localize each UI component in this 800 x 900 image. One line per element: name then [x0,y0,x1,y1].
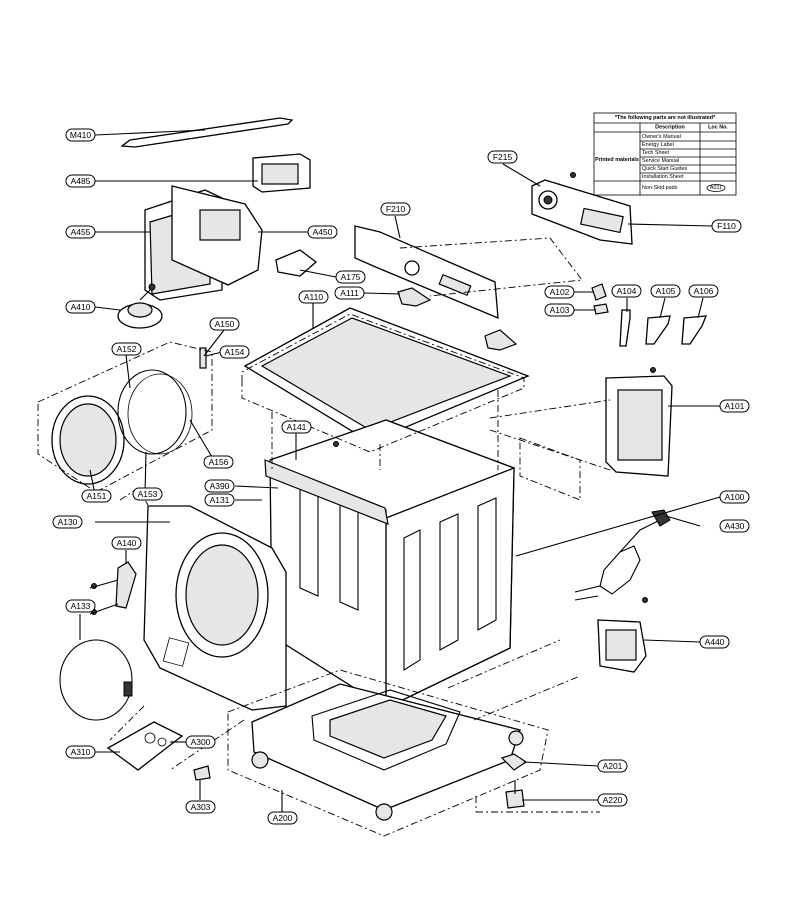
callout-A101: A101 [719,399,750,413]
svg-text:A485: A485 [71,176,91,186]
callout-A201: A201 [597,759,628,773]
callout-A390: A390 [204,479,235,493]
callout-A150: A150 [209,317,240,331]
callout-F110: F110 [711,219,742,233]
svg-text:A110: A110 [304,292,323,302]
callout-A102: A102 [544,285,575,299]
svg-text:A153: A153 [138,489,158,499]
callout-A430: A430 [719,519,750,533]
table-group-label: Printed materials [595,157,639,163]
svg-text:A106: A106 [694,286,714,296]
explode-guide-lines [37,237,611,837]
callout-A131: A131 [204,493,235,507]
table-last-loc: A011 [710,185,722,191]
table-col-description: Description [655,125,685,131]
table-row: Owner's Manual [642,134,681,140]
svg-text:A140: A140 [117,538,137,548]
svg-text:A104: A104 [617,286,637,296]
callout-A110: A110 [298,290,329,304]
svg-text:A102: A102 [550,287,570,297]
callout-A105: A105 [650,284,681,298]
svg-text:A101: A101 [725,401,745,411]
table-row: Quick Start Guides [642,166,688,172]
screw-icons [333,172,656,603]
svg-text:A430: A430 [725,521,745,531]
bracket-part [120,117,294,148]
callout-A152: A152 [111,342,142,356]
callout-A455: A455 [65,225,96,239]
callout-A153: A153 [132,487,163,501]
svg-text:A310: A310 [71,747,91,757]
callout-A300: A300 [185,735,216,749]
callout-A410: A410 [65,300,96,314]
table-row: Non-Skid pads [642,185,678,191]
part-drawings [51,117,707,821]
svg-text:A410: A410 [71,302,91,312]
svg-text:A455: A455 [71,227,91,237]
svg-text:A151: A151 [87,491,107,501]
svg-text:A152: A152 [117,344,137,354]
callout-A450: A450 [307,225,338,239]
svg-text:A303: A303 [191,802,211,812]
svg-text:A220: A220 [603,795,623,805]
callout-F210: F210 [380,202,411,216]
callout-labels: M410 A485 A455 A450 A175 A410 A111 A110 … [52,128,750,825]
callout-A151: A151 [81,489,112,503]
callout-A133: A133 [65,599,96,613]
svg-text:M410: M410 [70,130,92,140]
svg-text:A100: A100 [725,492,745,502]
callout-A485: A485 [65,174,96,188]
svg-text:A390: A390 [210,481,230,491]
callout-A175: A175 [335,270,366,284]
callout-A156: A156 [203,455,234,469]
callout-M410: M410 [65,128,96,142]
svg-text:A175: A175 [341,272,361,282]
parts-not-illustrated-table: *The following parts are not illustrated… [593,112,737,196]
svg-text:A200: A200 [273,813,293,823]
callout-F215: F215 [487,150,518,164]
svg-text:A440: A440 [705,637,725,647]
svg-text:F210: F210 [386,204,406,214]
callout-A140: A140 [111,536,142,550]
callout-A103: A103 [544,303,575,317]
svg-text:A133: A133 [71,601,91,611]
table-row: Energy Label [642,142,674,148]
callout-A104: A104 [611,284,642,298]
callout-A220: A220 [597,793,628,807]
svg-text:A105: A105 [656,286,676,296]
svg-text:A131: A131 [210,495,230,505]
callout-A440: A440 [699,635,730,649]
svg-text:A103: A103 [550,305,570,315]
svg-text:A201: A201 [603,761,623,771]
callout-A200: A200 [267,811,298,825]
callout-A310: A310 [65,745,96,759]
svg-text:F110: F110 [717,221,736,231]
callout-A111: A111 [334,286,365,300]
callout-A141: A141 [281,420,312,434]
table-col-loc: Loc No. [708,125,728,131]
table-row: Tech Sheet [642,150,669,156]
svg-text:A300: A300 [191,737,211,747]
svg-text:A154: A154 [225,347,245,357]
callout-A106: A106 [688,284,719,298]
svg-text:A450: A450 [313,227,333,237]
callout-A303: A303 [185,800,216,814]
table-row: Service Manual [642,158,679,164]
callout-A100: A100 [719,490,750,504]
callout-A130: A130 [52,515,83,529]
table-row: Installation Sheet [642,174,684,180]
svg-text:F215: F215 [493,152,513,162]
callout-A154: A154 [219,345,250,359]
svg-text:A141: A141 [287,422,307,432]
svg-text:A156: A156 [209,457,229,467]
svg-text:A111: A111 [340,288,359,298]
svg-text:A130: A130 [58,517,78,527]
svg-text:A150: A150 [215,319,235,329]
table-title: *The following parts are not illustrated… [615,115,716,121]
